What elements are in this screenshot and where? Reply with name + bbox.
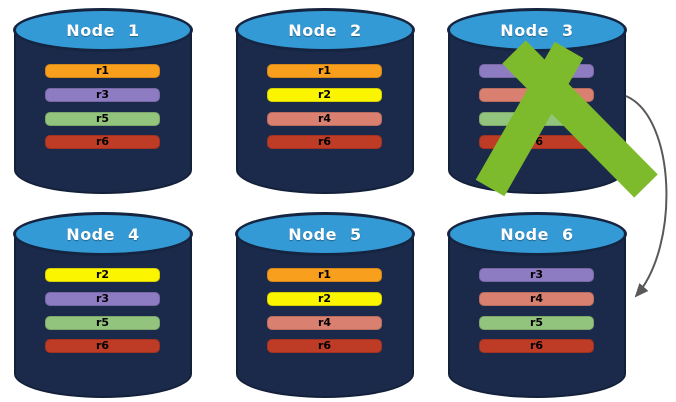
replica-label: r6 <box>529 135 544 148</box>
replica-bar: r2 <box>267 292 382 306</box>
node-title: Node 5 <box>288 224 362 244</box>
replica-bar: r6 <box>479 339 594 353</box>
replica-label: r6 <box>317 135 332 148</box>
replica-bar: r2 <box>45 268 160 282</box>
replica-bar: r5 <box>45 316 160 330</box>
node-2: Node 2 r1 r2 r4 r6 <box>235 8 415 194</box>
replica-bar: r2 <box>267 88 382 102</box>
replica-bar: r5 <box>479 112 594 126</box>
replica-bar: r6 <box>45 339 160 353</box>
replica-label: r5 <box>95 112 110 125</box>
replica-label: r2 <box>317 292 332 305</box>
node-3: Node 3 r3 r4 r5 r6 <box>447 8 627 194</box>
replica-bar: r3 <box>45 292 160 306</box>
replication-arrow <box>625 95 668 298</box>
node-title: Node 3 <box>500 20 574 40</box>
cylinder-top: Node 3 <box>447 8 627 52</box>
cylinder-top: Node 6 <box>447 212 627 256</box>
replica-label: r4 <box>529 292 544 305</box>
replica-bar: r4 <box>267 316 382 330</box>
node-5: Node 5 r1 r2 r4 r6 <box>235 212 415 398</box>
replica-bar: r1 <box>45 64 160 78</box>
replica-label: r5 <box>529 112 544 125</box>
replica-label: r6 <box>529 339 544 352</box>
replica-bar: r5 <box>45 112 160 126</box>
node-title: Node 2 <box>288 20 362 40</box>
replica-label: r5 <box>529 316 544 329</box>
node-title: Node 1 <box>66 20 140 40</box>
replica-label: r3 <box>95 88 110 101</box>
replica-bar: r6 <box>267 339 382 353</box>
replica-label: r4 <box>317 316 332 329</box>
replica-label: r6 <box>95 135 110 148</box>
replica-bar: r6 <box>267 135 382 149</box>
replica-label: r3 <box>529 268 544 281</box>
replica-bar: r3 <box>45 88 160 102</box>
cylinder-top: Node 2 <box>235 8 415 52</box>
replica-label: r3 <box>95 292 110 305</box>
arrow-curve <box>625 95 668 298</box>
replica-bar: r4 <box>479 292 594 306</box>
node-title: Node 4 <box>66 224 140 244</box>
replica-label: r1 <box>317 268 332 281</box>
node-1: Node 1 r1 r3 r5 r6 <box>13 8 193 194</box>
replica-bar: r4 <box>267 112 382 126</box>
replica-label: r5 <box>95 316 110 329</box>
replica-label: r6 <box>317 339 332 352</box>
node-6: Node 6 r3 r4 r5 r6 <box>447 212 627 398</box>
node-4: Node 4 r2 r3 r5 r6 <box>13 212 193 398</box>
cylinder-top: Node 4 <box>13 212 193 256</box>
cylinder-top: Node 5 <box>235 212 415 256</box>
replica-bar: r5 <box>479 316 594 330</box>
cylinder-top: Node 1 <box>13 8 193 52</box>
replica-label: r4 <box>317 112 332 125</box>
replica-label: r2 <box>317 88 332 101</box>
replica-bar: r3 <box>479 268 594 282</box>
replica-bar: r6 <box>479 135 594 149</box>
replica-label: r4 <box>529 88 544 101</box>
replica-label: r1 <box>95 64 110 77</box>
replica-bar: r4 <box>479 88 594 102</box>
replica-label: r6 <box>95 339 110 352</box>
replica-label: r1 <box>317 64 332 77</box>
replica-label: r3 <box>529 64 544 77</box>
replica-bar: r6 <box>45 135 160 149</box>
replica-bar: r1 <box>267 64 382 78</box>
node-title: Node 6 <box>500 224 574 244</box>
replica-bar: r3 <box>479 64 594 78</box>
replica-label: r2 <box>95 268 110 281</box>
replica-bar: r1 <box>267 268 382 282</box>
